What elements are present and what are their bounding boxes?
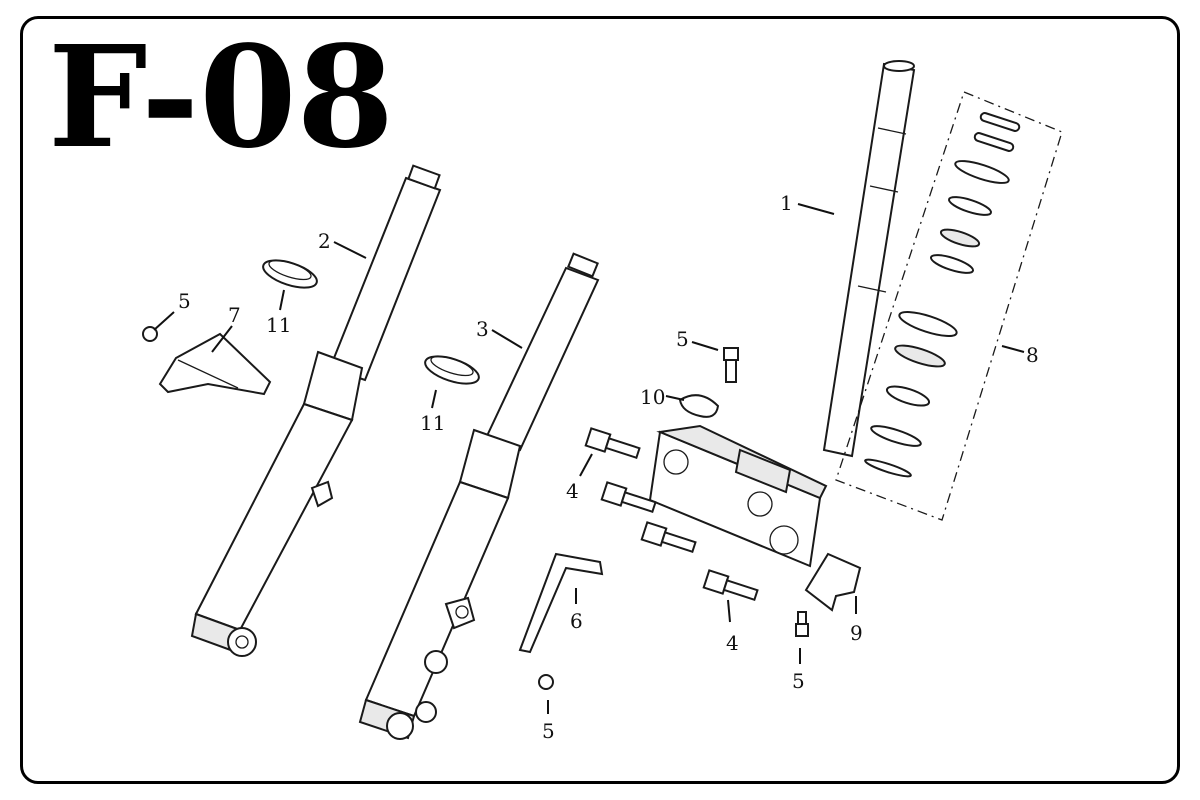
steering-stem [648, 60, 916, 568]
fork-leg-left [190, 164, 442, 657]
callout-2: 2 [318, 229, 331, 253]
seal-ring-right [424, 355, 480, 385]
hose-clip [678, 394, 720, 418]
callout-10: 10 [640, 385, 665, 409]
callout-4b: 4 [726, 631, 739, 655]
holder [804, 552, 862, 612]
page-title: F-08 [48, 16, 395, 180]
fork-leg-right [358, 252, 600, 740]
callout-5c: 5 [542, 719, 555, 743]
callout-9: 9 [850, 621, 863, 645]
bolts [584, 427, 759, 601]
callout-5b: 5 [676, 327, 689, 351]
callout-5d: 5 [792, 669, 805, 693]
seal-ring-left [262, 259, 318, 289]
callout-11a: 11 [266, 313, 291, 337]
callout-8: 8 [1026, 343, 1039, 367]
callout-3: 3 [476, 317, 489, 341]
screws [142, 326, 809, 690]
callout-1: 1 [780, 191, 793, 215]
callout-4a: 4 [566, 479, 579, 503]
bearing-kit [835, 91, 1063, 521]
callout-11b: 11 [420, 411, 445, 435]
hose-guide [158, 332, 272, 396]
callout-7: 7 [228, 303, 241, 327]
callouts: 1 2 3 4 4 5 5 5 5 5 6 7 8 9 10 11 11 [178, 191, 1039, 743]
bracket [518, 552, 604, 654]
callout-5a: 5 [178, 289, 191, 313]
callout-6: 6 [570, 609, 583, 633]
leader-lines [153, 203, 1025, 714]
diagram-frame [20, 16, 1180, 784]
